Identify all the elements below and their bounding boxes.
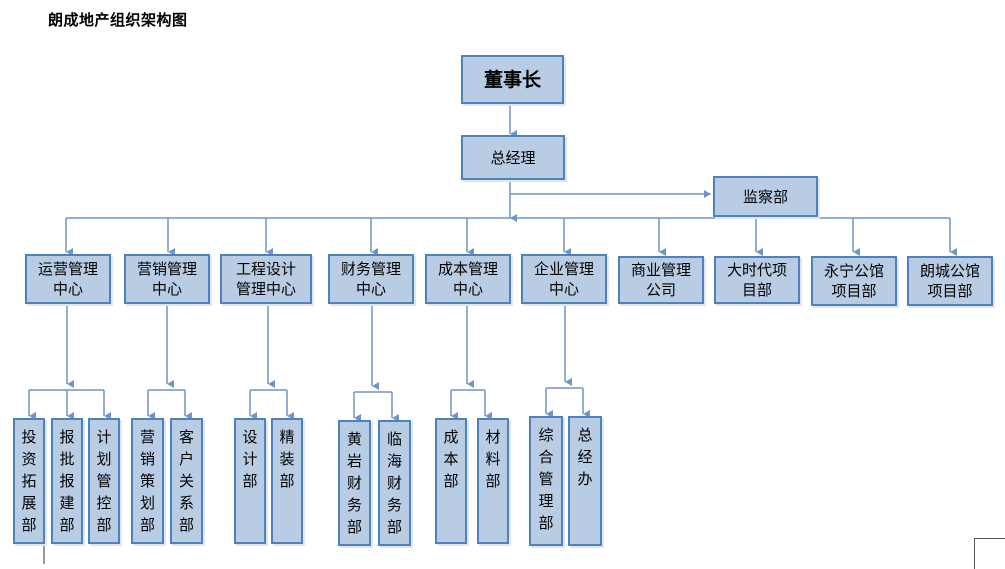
center-label-line-1: 运营管理 <box>37 260 98 278</box>
dept-node-3: 计划管控部 <box>88 418 120 544</box>
dept-node-4: 营销策划部 <box>131 418 164 544</box>
center-label-line-1: 工程设计 <box>235 260 296 278</box>
dept-node-5: 客户关系部 <box>170 418 203 544</box>
center-label-line-1: 营销管理 <box>136 260 197 278</box>
dept-label: 计划管控部 <box>96 428 112 534</box>
center-label-line-2: 公司 <box>645 281 676 299</box>
dept-label: 报批报建部 <box>59 428 75 534</box>
dept-label: 总经办 <box>577 426 593 488</box>
dept-node-11: 材料部 <box>477 418 509 544</box>
page-title: 朗成地产组织架构图 <box>48 11 188 29</box>
supervision-dept-label: 监察部 <box>742 187 788 206</box>
center-node-7: 商业管理公司 <box>618 256 704 304</box>
dept-label: 临海财务部 <box>386 430 402 536</box>
center-node-9: 永宁公馆项目部 <box>811 256 897 306</box>
dept-label: 综合管理部 <box>538 426 554 532</box>
supervision-dept-node: 监察部 <box>713 176 818 217</box>
center-label-line-2: 中心 <box>52 280 83 298</box>
general-manager-node: 总经理 <box>461 135 565 180</box>
dept-label: 客户关系部 <box>178 428 194 534</box>
dept-node-2: 报批报建部 <box>51 418 83 544</box>
dept-node-8: 黄岩财务部 <box>338 420 371 546</box>
center-label-line-1: 大时代项 <box>726 261 787 279</box>
center-label-line-2: 项目部 <box>927 282 973 300</box>
dept-label: 精装部 <box>279 428 295 490</box>
general-manager-label: 总经理 <box>490 148 536 167</box>
dept-node-6: 设计部 <box>234 418 266 544</box>
dept-label: 成本部 <box>443 428 459 490</box>
dept-node-10: 成本部 <box>435 418 467 544</box>
center-node-4: 财务管理中心 <box>328 254 414 304</box>
chairman-label: 董事长 <box>483 68 541 91</box>
center-node-10: 朗城公馆项目部 <box>907 256 993 306</box>
center-label-line-2: 中心 <box>151 280 182 298</box>
dept-node-9: 临海财务部 <box>378 420 411 546</box>
center-label-line-1: 企业管理 <box>533 260 594 278</box>
center-label-line-1: 成本管理 <box>437 260 498 278</box>
center-node-8: 大时代项目部 <box>714 256 800 304</box>
dept-node-1: 投资拓展部 <box>13 418 45 544</box>
chairman-node: 董事长 <box>461 55 564 104</box>
center-node-6: 企业管理中心 <box>521 254 607 304</box>
center-label-line-2: 中心 <box>355 280 386 298</box>
center-node-3: 工程设计管理中心 <box>220 254 312 304</box>
dept-label: 材料部 <box>485 428 501 490</box>
page-corner-mark <box>974 538 1005 569</box>
center-label-line-2: 项目部 <box>831 282 877 300</box>
center-label-line-2: 管理中心 <box>235 280 296 298</box>
center-label-line-2: 中心 <box>548 280 579 298</box>
dept-label: 营销策划部 <box>139 428 155 534</box>
center-label-line-1: 永宁公馆 <box>823 262 884 280</box>
dept-label: 设计部 <box>242 428 258 490</box>
dept-node-12: 综合管理部 <box>529 416 563 546</box>
center-node-5: 成本管理中心 <box>425 254 511 304</box>
center-label-line-2: 中心 <box>452 280 483 298</box>
dept-label: 投资拓展部 <box>21 428 37 534</box>
dept-node-13: 总经办 <box>568 416 602 546</box>
center-label-line-2: 目部 <box>741 281 772 299</box>
dept-label: 黄岩财务部 <box>346 430 362 536</box>
center-label-line-1: 朗城公馆 <box>919 262 980 280</box>
dept-node-7: 精装部 <box>271 418 303 544</box>
center-node-2: 营销管理中心 <box>124 254 210 304</box>
center-label-line-1: 商业管理 <box>630 261 691 279</box>
center-node-1: 运营管理中心 <box>25 254 111 304</box>
center-label-line-1: 财务管理 <box>340 260 401 278</box>
